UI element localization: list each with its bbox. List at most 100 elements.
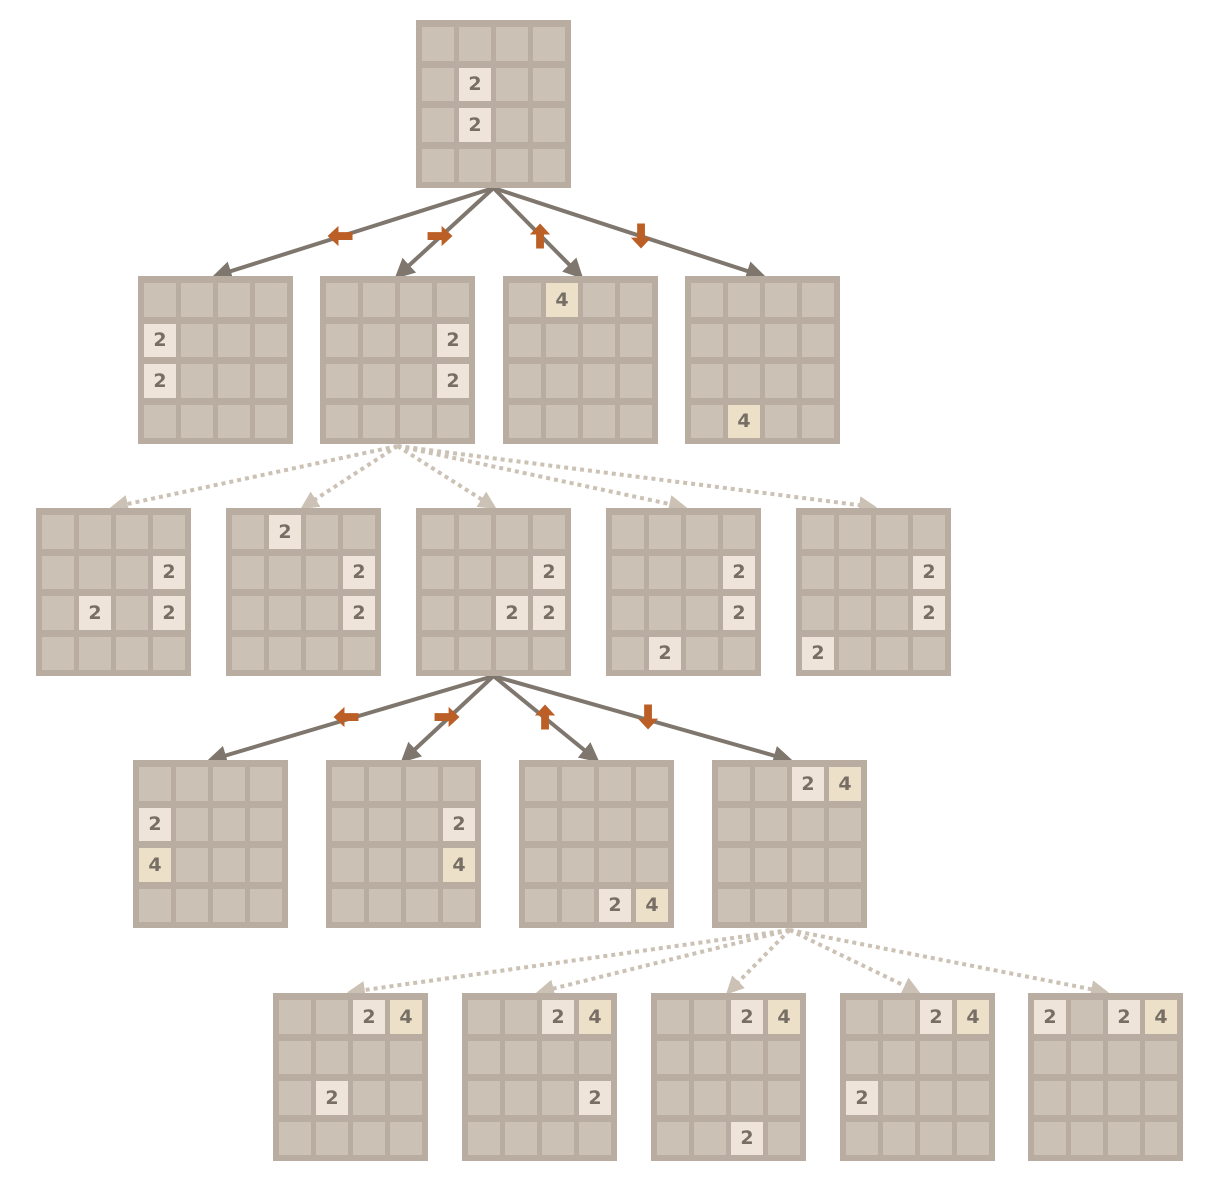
empty-cell [79,555,111,589]
empty-cell [599,848,631,882]
empty-cell [691,404,723,438]
tile-2: 2 [79,596,111,630]
empty-cell [79,636,111,670]
tile-2: 2 [913,596,945,630]
empty-cell [279,1081,311,1115]
empty-cell [829,888,861,922]
tile-2: 2 [316,1081,348,1115]
empty-cell [620,404,652,438]
empty-cell [765,283,797,317]
empty-cell [755,807,787,841]
empty-cell [509,283,541,317]
empty-cell [343,636,375,670]
empty-cell [620,283,652,317]
empty-cell [468,1121,500,1155]
empty-cell [620,364,652,398]
empty-cell [876,515,908,549]
empty-cell [306,555,338,589]
empty-cell [269,636,301,670]
empty-cell [505,1040,537,1074]
empty-cell [1071,1000,1103,1034]
empty-cell [802,323,834,357]
tile-4: 4 [728,404,760,438]
empty-cell [496,636,528,670]
empty-cell [755,848,787,882]
empty-cell [686,555,718,589]
empty-cell [657,1000,689,1034]
empty-cell [505,1121,537,1155]
empty-cell [913,515,945,549]
empty-cell [250,807,282,841]
spawn-edge [300,444,399,509]
empty-cell [496,67,528,101]
empty-cell [406,807,438,841]
empty-cell [42,555,74,589]
empty-cell [459,636,491,670]
empty-cell [153,515,185,549]
empty-cell [250,888,282,922]
empty-cell [422,515,454,549]
empty-cell [1034,1121,1066,1155]
empty-cell [562,807,594,841]
empty-cell [718,807,750,841]
empty-cell [116,555,148,589]
empty-cell [829,807,861,841]
empty-cell [691,364,723,398]
empty-cell [883,1000,915,1034]
empty-cell [79,515,111,549]
arrow-down-icon [630,699,666,735]
spawn-edge [725,928,791,995]
empty-cell [731,1081,763,1115]
empty-cell [42,596,74,630]
empty-cell [363,404,395,438]
empty-cell [306,515,338,549]
empty-cell [657,1121,689,1155]
empty-cell [437,404,469,438]
empty-cell [546,364,578,398]
empty-cell [533,27,565,61]
empty-cell [846,1000,878,1034]
empty-cell [583,364,615,398]
empty-cell [422,27,454,61]
empty-cell [1145,1121,1177,1155]
tile-2: 2 [144,323,176,357]
empty-cell [255,404,287,438]
empty-cell [437,283,469,317]
spawn-edge [788,928,921,994]
empty-cell [400,283,432,317]
empty-cell [876,596,908,630]
empty-cell [326,364,358,398]
spawn-edge [109,444,398,513]
empty-cell [144,404,176,438]
empty-cell [533,636,565,670]
empty-cell [353,1081,385,1115]
empty-cell [1071,1121,1103,1155]
empty-cell [422,148,454,182]
empty-cell [279,1121,311,1155]
empty-cell [369,848,401,882]
spawn-edge [397,444,688,513]
tile-2: 2 [533,596,565,630]
tile-2: 2 [1034,1000,1066,1034]
tile-4: 4 [636,888,668,922]
empty-cell [250,848,282,882]
spawn-edge [346,928,790,999]
tile-4: 4 [579,1000,611,1034]
empty-cell [694,1081,726,1115]
empty-cell [694,1121,726,1155]
empty-cell [657,1040,689,1074]
empty-cell [533,67,565,101]
tile-4: 4 [1145,1000,1177,1034]
tile-2: 2 [579,1081,611,1115]
arrow-left-icon [322,218,358,254]
tile-4: 4 [443,848,475,882]
empty-cell [509,364,541,398]
empty-cell [728,323,760,357]
empty-cell [369,767,401,801]
arrow-left-icon [328,699,364,735]
empty-cell [459,148,491,182]
tile-4: 4 [829,767,861,801]
empty-cell [533,148,565,182]
